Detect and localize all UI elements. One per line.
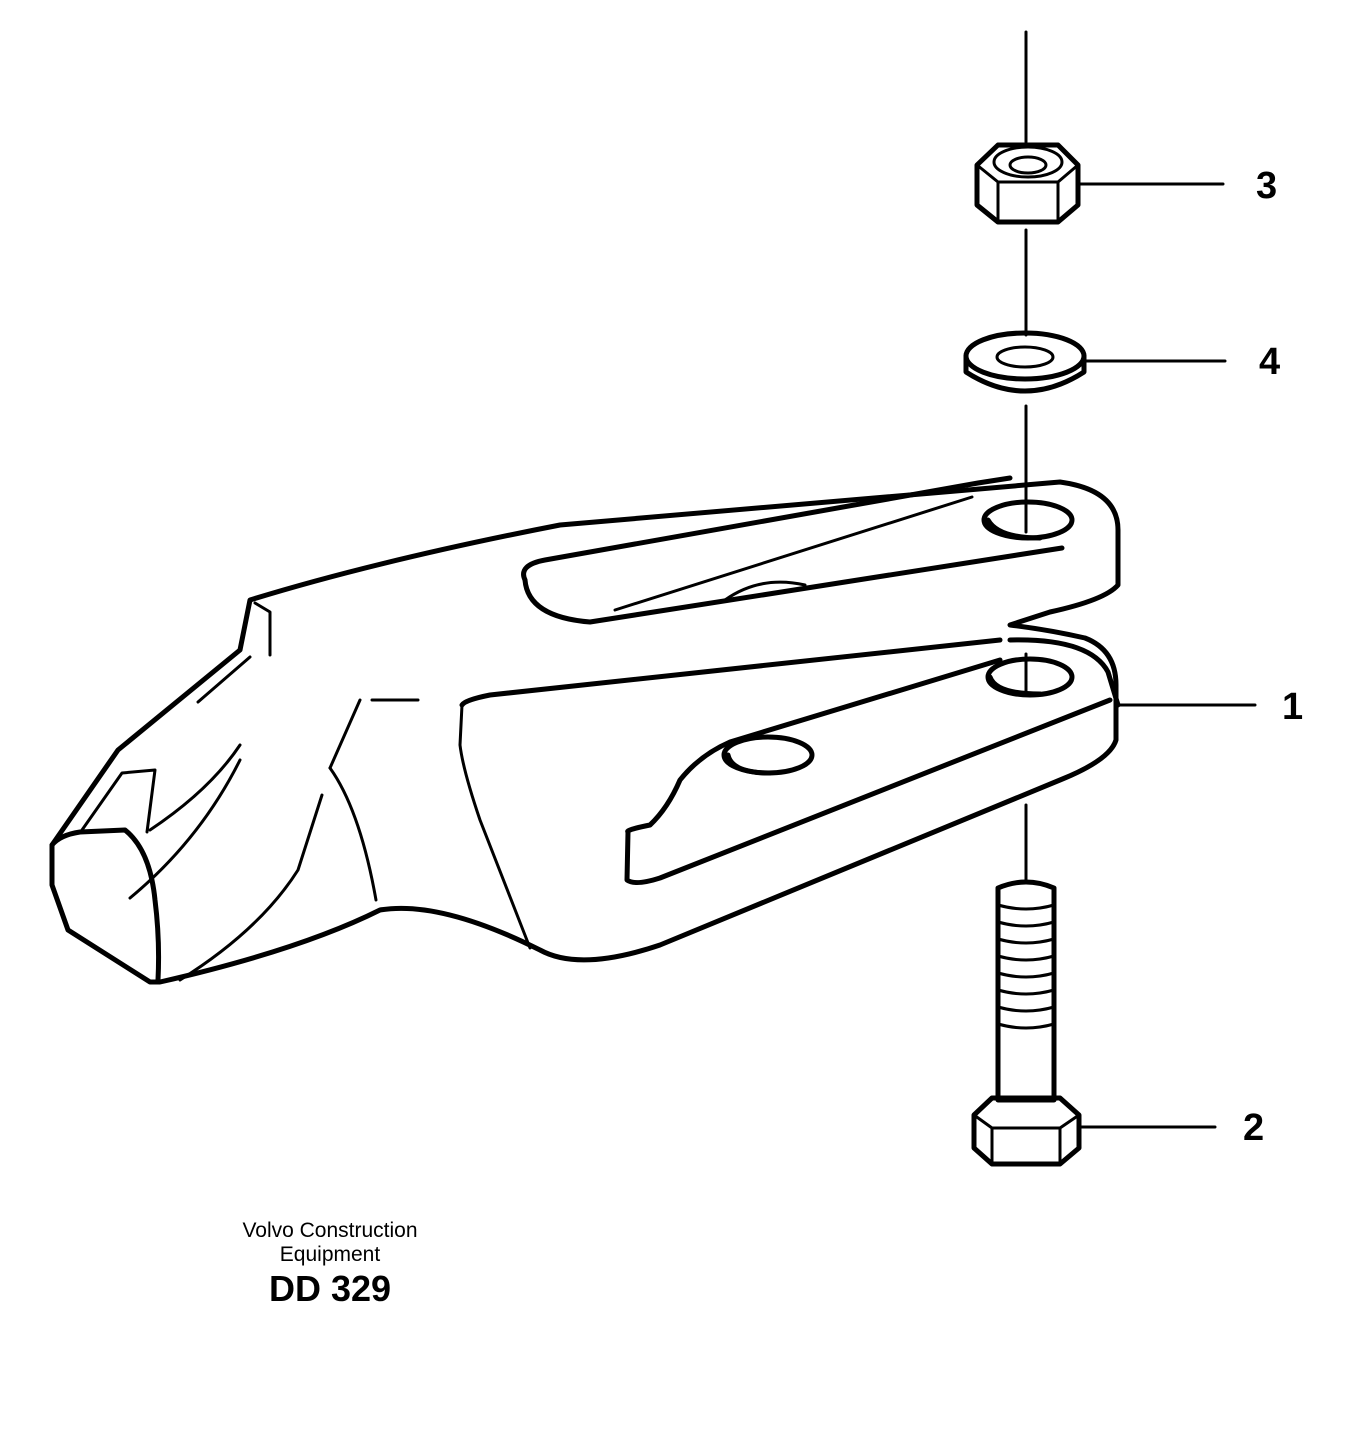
callout-label-3: 3 bbox=[1256, 165, 1277, 207]
caption-manufacturer-line1: Volvo Construction bbox=[242, 1219, 418, 1242]
bolt-thread-lines bbox=[996, 903, 1056, 1030]
callout-label-2: 2 bbox=[1243, 1107, 1264, 1149]
callout-leaders bbox=[1076, 182, 1257, 1129]
caption-drawing-code: DD 329 bbox=[268, 1268, 392, 1309]
nut-part bbox=[974, 142, 1081, 225]
callout-label-4: 4 bbox=[1259, 341, 1280, 383]
caption-manufacturer-line2: Equipment bbox=[279, 1243, 381, 1266]
washer-part bbox=[963, 330, 1087, 394]
bolt-part bbox=[971, 879, 1082, 1167]
callout-label-1: 1 bbox=[1282, 686, 1303, 728]
tooth-adapter-part bbox=[49, 475, 1121, 985]
